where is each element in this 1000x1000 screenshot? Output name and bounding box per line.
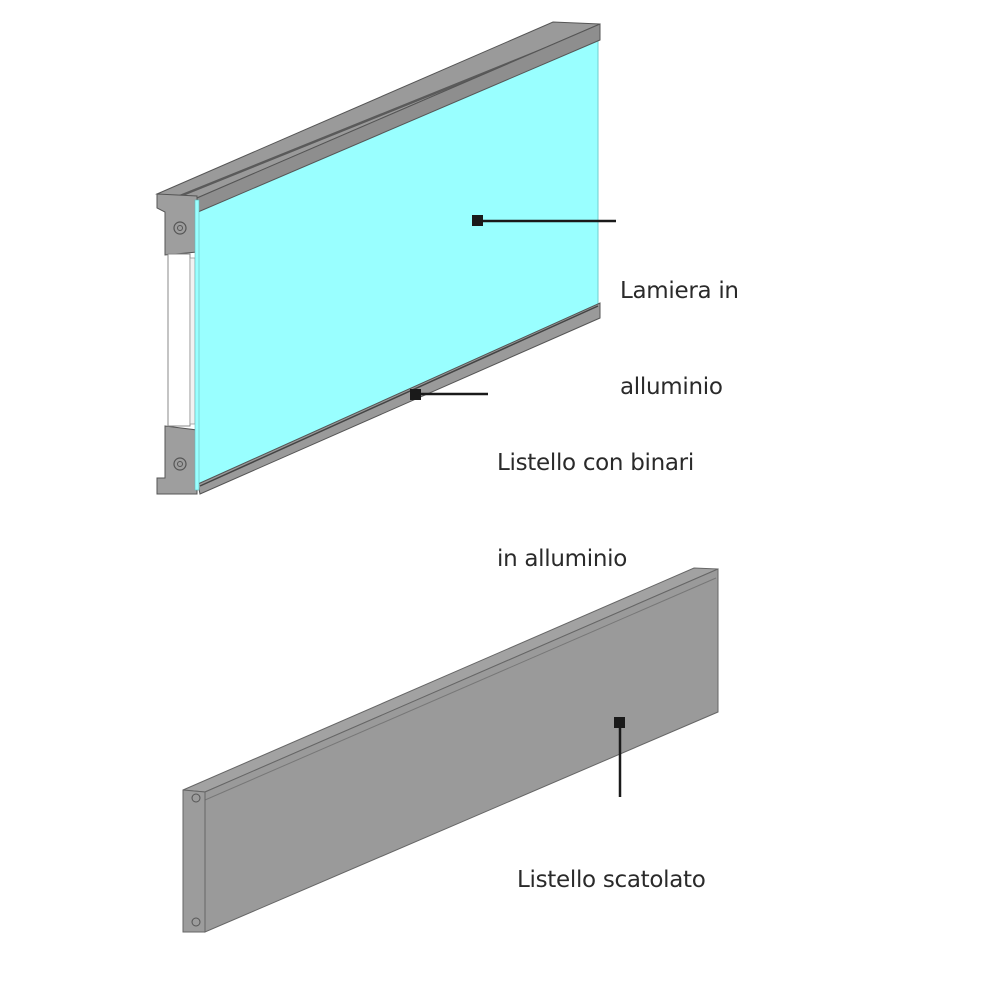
label-lamiera-line2: alluminio <box>620 374 723 400</box>
label-listello-scatolato-text: Listello scatolato <box>517 867 706 893</box>
label-lamiera-line1: Lamiera in <box>620 278 739 304</box>
rail-end-profile <box>156 193 200 495</box>
screw-hole-bottom <box>173 457 187 471</box>
label-listello-scatolato: Listello scatolato <box>517 800 706 928</box>
leader-listello-scatolato <box>614 717 625 797</box>
leader-lamiera <box>472 215 616 226</box>
box-end-face <box>182 789 206 933</box>
leader-listello-binari <box>410 389 488 400</box>
label-listello-binari-line2: in alluminio <box>497 546 627 572</box>
label-listello-binari-line1: Listello con binari <box>497 450 694 476</box>
label-lamiera: Lamiera in alluminio <box>620 211 739 435</box>
rail-panel-assembly <box>155 21 601 495</box>
box-profile <box>182 567 719 933</box>
label-listello-binari: Listello con binari in alluminio <box>497 383 694 607</box>
screw-hole-top <box>173 221 187 235</box>
